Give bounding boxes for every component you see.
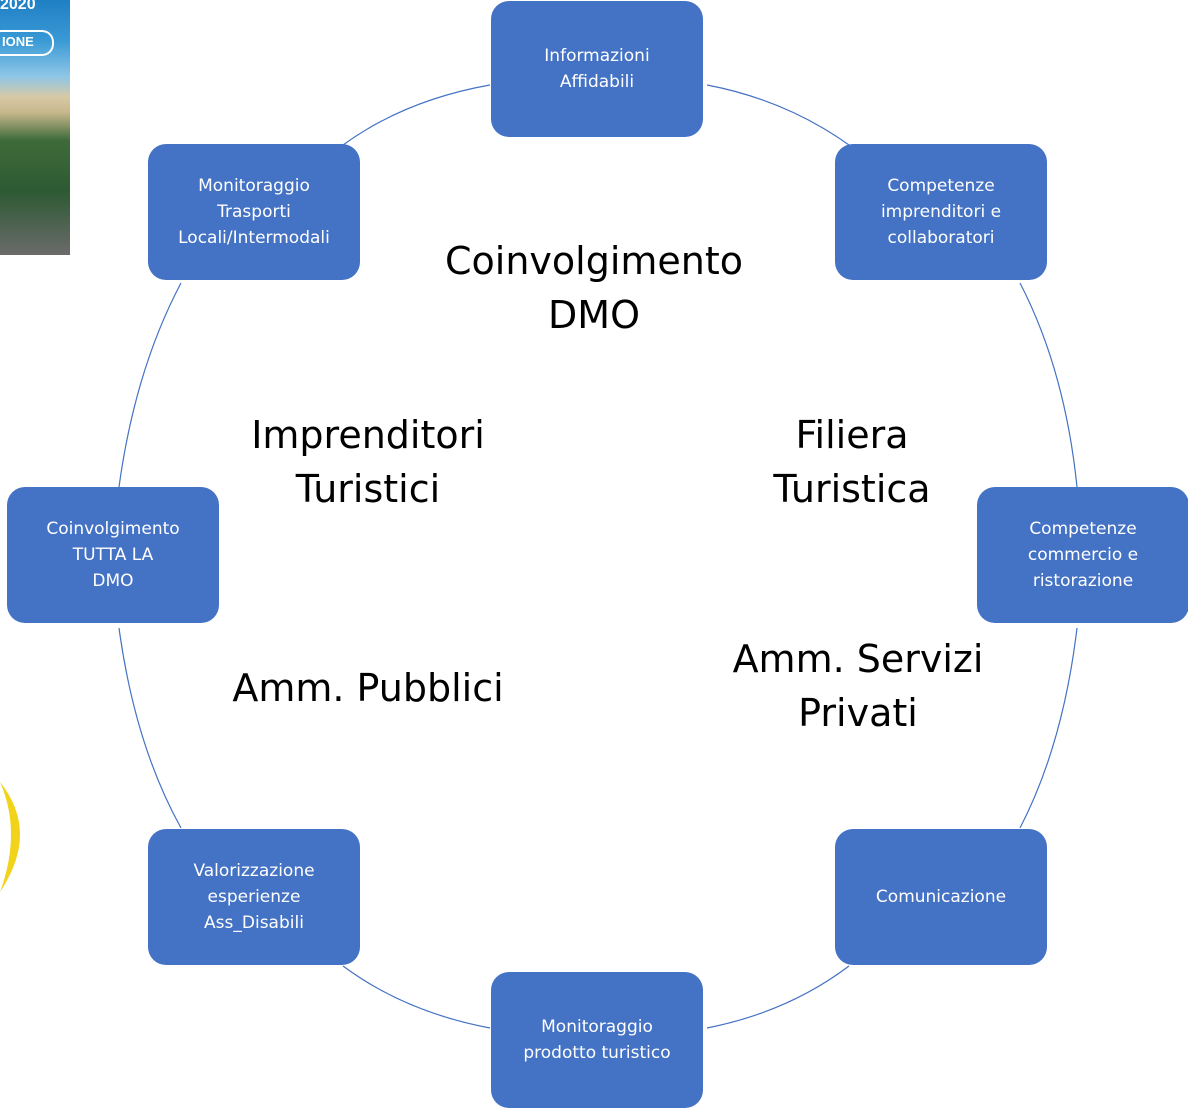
- connector-arc: [706, 965, 850, 1029]
- center-label-amm-servizi-privati: Amm. Servizi Privati: [732, 637, 984, 735]
- node-informazioni-affidabili: Informazioni Affidabili: [491, 1, 703, 137]
- connector-arc: [706, 84, 850, 146]
- center-label-coinvolgimento-dmo: Coinvolgimento DMO: [444, 239, 744, 337]
- center-label-imprenditori-turistici: Imprenditori Turistici: [251, 413, 485, 511]
- connector-arc: [1019, 282, 1078, 488]
- beach-photo: 2020 IONE: [0, 0, 70, 255]
- photo-word-text: IONE: [2, 34, 34, 49]
- node-monitoraggio-prodotto: Monitoraggio prodotto turistico: [491, 972, 703, 1108]
- node-competenze-commercio: Competenze commercio e ristorazione: [977, 487, 1188, 623]
- node-valorizzazione-esperienze: Valorizzazione esperienze Ass_Disabili: [148, 829, 360, 965]
- node-monitoraggio-trasporti: Monitoraggio Trasporti Locali/Intermodal…: [148, 144, 360, 280]
- photo-pill-outline: [0, 30, 54, 56]
- sun-logo: [0, 772, 40, 902]
- center-label-amm-pubblici: Amm. Pubblici: [232, 666, 504, 710]
- node-coinvolgimento-tutta-dmo: Coinvolgimento TUTTA LA DMO: [7, 487, 219, 623]
- photo-year-text: 2020: [0, 0, 36, 13]
- connector-arc: [342, 84, 491, 146]
- connector-arc: [118, 282, 182, 488]
- connector-arc: [342, 965, 491, 1029]
- connector-arc: [1019, 627, 1078, 829]
- connector-arc: [118, 627, 182, 829]
- node-comunicazione: Comunicazione: [835, 829, 1047, 965]
- node-competenze-imprenditori: Competenze imprenditori e collaboratori: [835, 144, 1047, 280]
- center-label-filiera-turistica: Filiera Turistica: [773, 413, 931, 511]
